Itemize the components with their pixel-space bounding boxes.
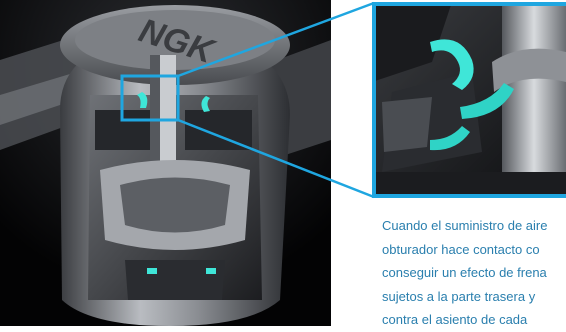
caption-line: conseguir un efecto de frena — [382, 265, 547, 280]
cutaway-photo: NGK — [0, 0, 331, 326]
caption-line: contra el asiento de cada — [382, 312, 528, 327]
zoomed-detail-illustration — [372, 2, 566, 198]
caption-line: Cuando el suministro de aire — [382, 218, 548, 233]
cutaway-illustration: NGK — [0, 0, 331, 326]
caption-line: sujetos a la parte trasera y — [382, 288, 536, 304]
detail-highlight-box — [120, 74, 180, 122]
caption: Cuando el suministro de aire obturador h… — [382, 214, 566, 332]
caption-line: obturador hace contacto co — [382, 241, 540, 257]
zoomed-detail-photo — [372, 2, 566, 198]
